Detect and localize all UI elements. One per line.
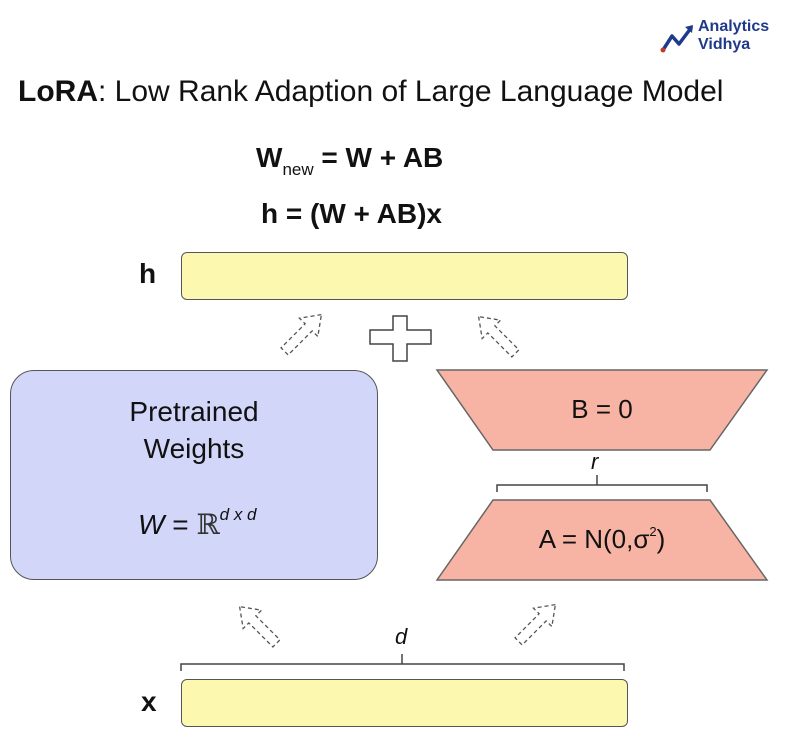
a-label-superscript: 2 (649, 524, 657, 539)
matrix-a-trapezoid (435, 499, 769, 581)
pretrained-weights-box (10, 370, 378, 580)
x-input-bar (181, 679, 628, 727)
analytics-vidhya-logo: Analytics Vidhya (660, 16, 790, 60)
dimension-d-label: d (395, 624, 408, 649)
matrix-b-label: B = 0 (571, 394, 633, 424)
h-label: h (139, 258, 157, 289)
formula-w: W (138, 509, 165, 540)
logo-text-line1: Analytics (698, 18, 770, 35)
logo-text-line2: Vidhya (698, 36, 751, 53)
matrix-a-label: A = N(0,σ2) (437, 524, 767, 555)
eq1-lhs: W (256, 142, 283, 173)
formula-dimensions: d x d (219, 505, 257, 524)
page-title: LoRA: Low Rank Adaption of Large Languag… (18, 74, 723, 110)
trend-arrow-icon (660, 25, 693, 53)
title-rest: : Low Rank Adaption of Large Language Mo… (97, 75, 724, 108)
arrow-b-to-h (477, 315, 520, 358)
arrow-weights-to-h (280, 313, 323, 356)
x-label: x (141, 686, 157, 717)
formula-equals: = (164, 509, 197, 540)
arrow-x-to-weights (238, 605, 281, 648)
real-numbers-symbol: ℝ (196, 508, 220, 541)
a-label-main: A = N(0,σ (538, 524, 650, 554)
title-lora: LoRA (18, 75, 98, 108)
matrix-b-trapezoid (435, 369, 769, 451)
equation-h: h = (W + AB)x (261, 198, 442, 229)
h-output-bar (181, 252, 628, 300)
r-dimension-bracket (496, 475, 708, 492)
a-label-end: ) (656, 524, 666, 554)
d-dimension-bracket (180, 654, 625, 671)
weights-label-line2: Weights (143, 433, 245, 464)
eq1-rhs: = W + AB (313, 142, 444, 173)
arrow-x-to-a (514, 603, 557, 646)
eq1-subscript: new (282, 160, 314, 179)
weights-label-line1: Pretrained (129, 396, 259, 427)
rank-r-label: r (591, 449, 599, 474)
equation-w-new: Wnew = W + AB (256, 142, 444, 178)
plus-icon (369, 315, 432, 362)
weights-formula: W = ℝd x d (138, 505, 257, 541)
